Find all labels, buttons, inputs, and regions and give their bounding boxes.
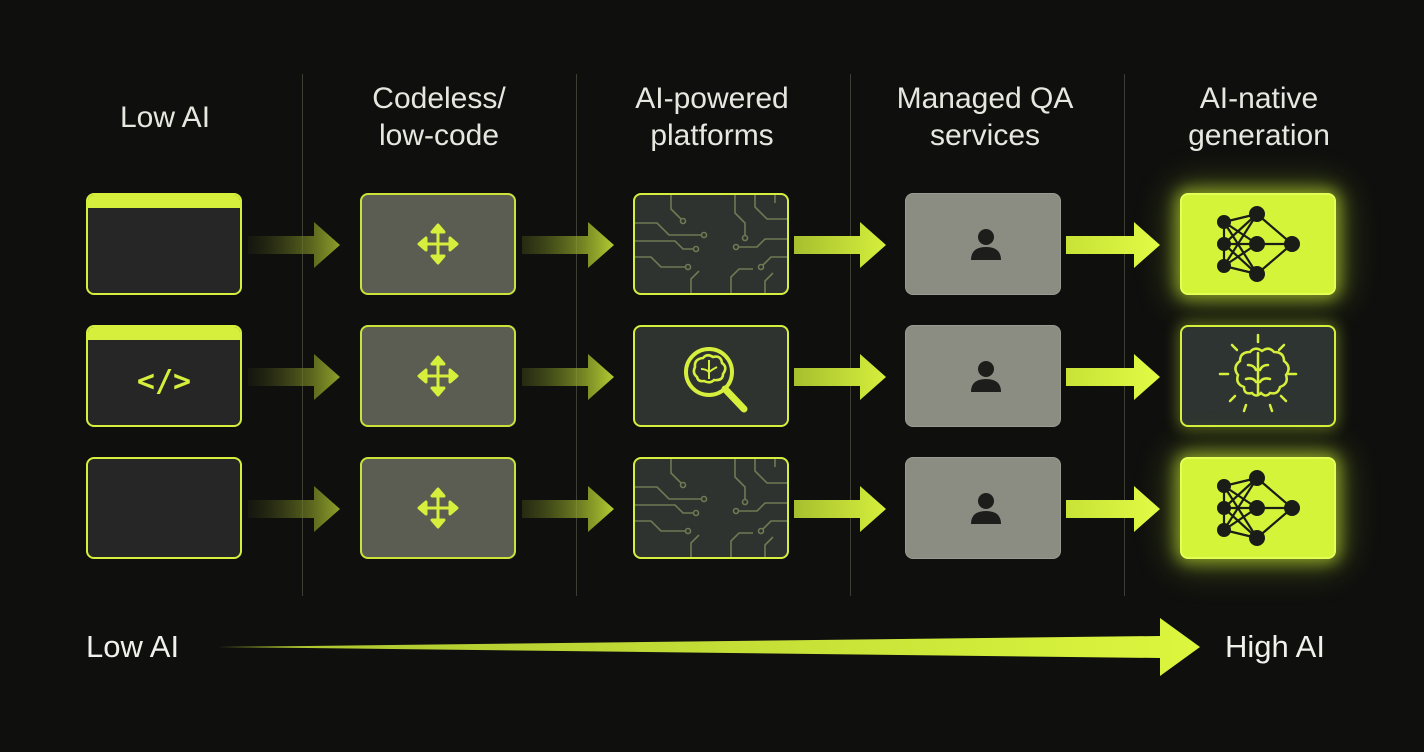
- column-title-ai-native: AI-native generation: [1188, 82, 1330, 152]
- column-title-managed-qa: Managed QA services: [896, 82, 1074, 152]
- codeless-box-2: [360, 325, 516, 427]
- managed-qa-box-3: [905, 457, 1061, 559]
- ai-native-box-3: [1180, 457, 1336, 559]
- ai-powered-box-2: [633, 325, 789, 427]
- managed-qa-box-1: [905, 193, 1061, 295]
- column-title-low-ai: Low AI: [119, 101, 211, 134]
- axis-high-label: High AI: [1225, 629, 1325, 664]
- ai-powered-box-1: [633, 193, 789, 295]
- svg-text:</>: </>: [137, 364, 191, 399]
- managed-qa-box-2: [905, 325, 1061, 427]
- brain-spark-icon: [1218, 333, 1298, 413]
- ai-native-box-1: [1180, 193, 1336, 295]
- low-ai-window-3: [86, 457, 242, 559]
- column-divider: [302, 74, 303, 596]
- low-ai-code-window: </>: [86, 325, 242, 427]
- ai-powered-box-3: [633, 457, 789, 559]
- arrow-col2-col3: [522, 222, 614, 532]
- column-divider: [576, 74, 577, 596]
- ai-native-box-2: [1180, 325, 1336, 427]
- low-ai-window-1: [86, 193, 242, 295]
- codeless-box-1: [360, 193, 516, 295]
- brain-search-icon: [684, 347, 748, 413]
- column-divider: [850, 74, 851, 596]
- axis-low-label: Low AI: [86, 629, 180, 664]
- arrow-col1-col2: [248, 222, 340, 532]
- code-icon: </>: [137, 364, 191, 399]
- arrow-col4-col5: [1066, 222, 1160, 532]
- arrow-col3-col4: [794, 222, 886, 532]
- codeless-box-3: [360, 457, 516, 559]
- ai-spectrum-arrow: [218, 618, 1200, 676]
- flow-arrows: [248, 222, 1160, 532]
- column-divider: [1124, 74, 1125, 596]
- column-title-ai-powered: AI-powered platforms: [635, 82, 789, 152]
- column-title-codeless: Codeless/ low-code: [372, 82, 506, 152]
